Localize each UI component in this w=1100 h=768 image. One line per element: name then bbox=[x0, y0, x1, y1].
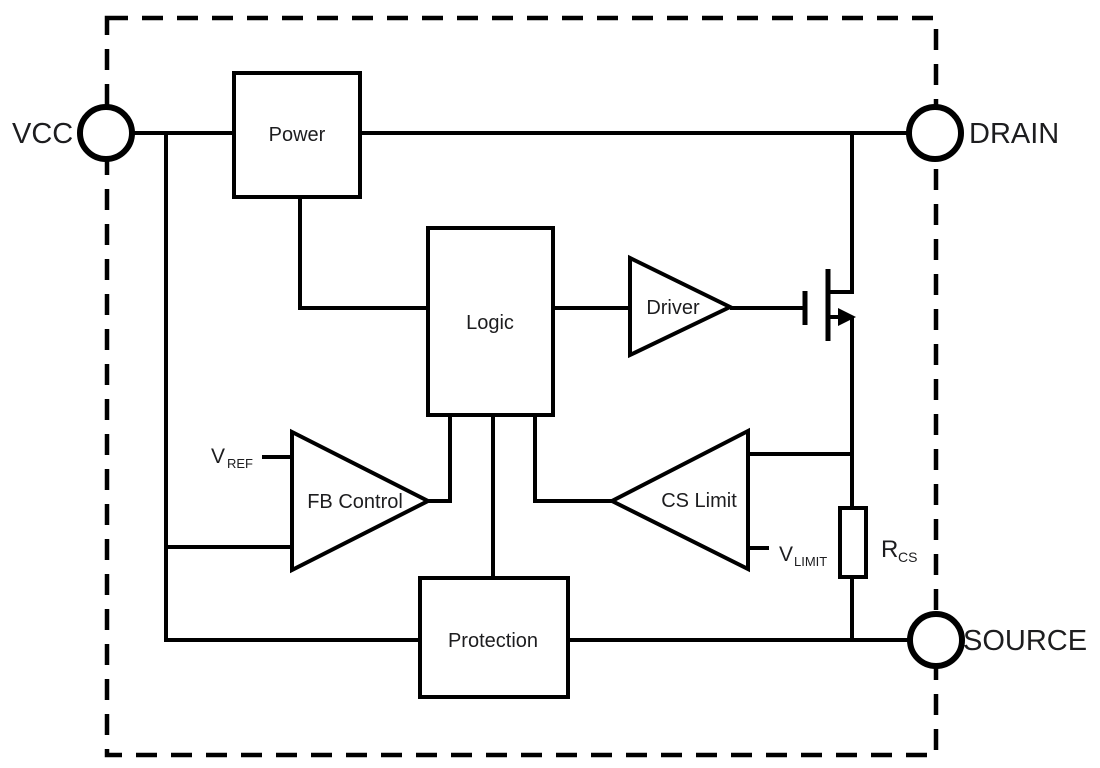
source-pin-label: SOURCE bbox=[963, 625, 1087, 657]
logic-block bbox=[426, 226, 555, 417]
wire-cs-limit-to-logic bbox=[533, 417, 612, 503]
ic-boundary-dashed-border bbox=[104, 15, 939, 758]
power-block bbox=[232, 71, 362, 199]
wire-fb-control-to-logic bbox=[428, 417, 452, 503]
rcs-label: R CS bbox=[881, 536, 917, 565]
cs-limit-label: CS Limit bbox=[661, 490, 737, 512]
vref-label-sub: REF bbox=[227, 456, 253, 471]
mosfet-symbol bbox=[802, 269, 856, 341]
vlimit-label-sub: LIMIT bbox=[794, 554, 827, 569]
protection-block-label: Protection bbox=[448, 630, 538, 652]
rcs-resistor bbox=[838, 506, 868, 579]
vref-label: V REF bbox=[211, 445, 253, 471]
mosfet-source-arrow-icon bbox=[838, 308, 856, 326]
wires bbox=[132, 131, 910, 642]
vref-label-base: V bbox=[211, 445, 225, 468]
protection-block bbox=[418, 576, 570, 699]
wire-vcc-rail-to-protection bbox=[164, 131, 420, 642]
cs-limit-amplifier bbox=[607, 427, 750, 573]
fb-control-label: FB Control bbox=[307, 491, 403, 513]
wire-power-to-logic bbox=[298, 197, 428, 310]
driver-label: Driver bbox=[646, 297, 700, 319]
vcc-pin bbox=[77, 104, 135, 162]
driver-amplifier bbox=[628, 254, 735, 359]
vlimit-label-base: V bbox=[779, 543, 793, 566]
source-pin bbox=[907, 611, 965, 669]
vlimit-label: V LIMIT bbox=[779, 543, 827, 569]
fb-control-amplifier bbox=[290, 428, 433, 574]
rcs-label-base: R bbox=[881, 536, 898, 563]
logic-block-label: Logic bbox=[466, 312, 514, 334]
rcs-label-sub: CS bbox=[898, 549, 917, 565]
drain-pin bbox=[906, 104, 964, 162]
drain-pin-label: DRAIN bbox=[969, 118, 1059, 150]
wire-drain-to-mosfet bbox=[828, 133, 854, 294]
power-block-label: Power bbox=[269, 124, 326, 146]
vcc-pin-label: VCC bbox=[12, 118, 73, 150]
